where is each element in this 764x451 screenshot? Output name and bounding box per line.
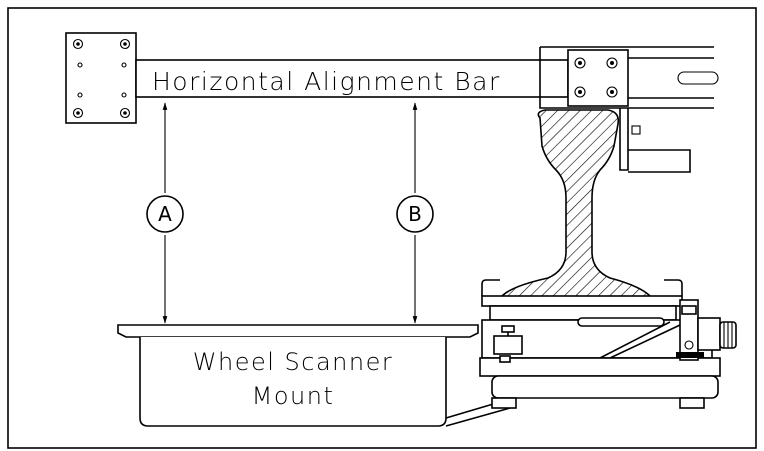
drawing-border [7, 7, 757, 449]
rail-clamp-assembly [479, 279, 737, 409]
bracket-slot [677, 71, 719, 85]
callout-b-circle [396, 195, 434, 233]
mount-body [139, 337, 447, 427]
callout-a-label: A [158, 202, 172, 226]
callout-b-label: B [408, 202, 422, 226]
dimension-b: B [396, 102, 434, 324]
side-bolt [676, 299, 737, 361]
mount-label-line1: Wheel Scanner [193, 348, 393, 376]
bar-label: Horizontal Alignment Bar [152, 67, 501, 96]
bolt-icon [574, 57, 618, 98]
mount-label-line2: Mount [252, 382, 335, 410]
dimension-a: A [146, 102, 184, 324]
bolt-icon [493, 325, 523, 355]
horizontal-alignment-bar: Horizontal Alignment Bar [65, 32, 719, 124]
rail-hanger [619, 108, 691, 173]
callout-a-circle [146, 195, 184, 233]
bar-end-plate [65, 32, 137, 124]
bolt-icon [72, 38, 131, 119]
wheel-scanner-mount: Wheel Scanner Mount [117, 324, 511, 427]
slotted-bracket [539, 46, 714, 109]
bolt-icon [491, 355, 705, 409]
rail-cross-section [498, 109, 654, 305]
alignment-bar-body [135, 59, 569, 98]
mount-flange [117, 324, 479, 338]
